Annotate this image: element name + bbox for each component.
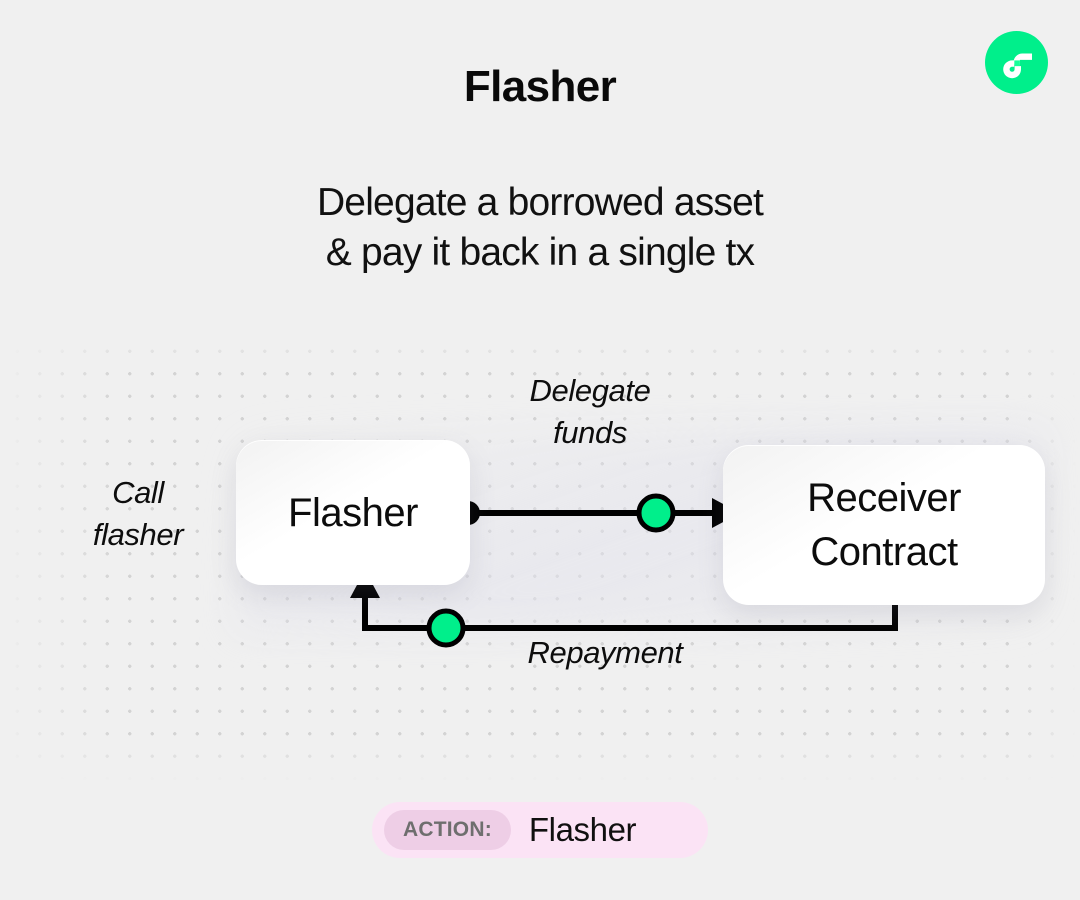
diagram-canvas: Flasher Receiver Contract Call flasher D… [0, 330, 1080, 790]
node-receiver-contract[interactable]: Receiver Contract [723, 445, 1045, 605]
page-subtitle: Delegate a borrowed asset & pay it back … [316, 181, 764, 274]
token-delegate [636, 493, 676, 533]
flow-logo-icon [985, 31, 1048, 94]
page-title: Flasher [463, 62, 617, 111]
node-flasher[interactable]: Flasher [236, 440, 470, 585]
action-label: ACTION: [384, 810, 511, 850]
action-badge[interactable]: ACTION: Flasher [372, 802, 708, 858]
edge-label-call-flasher: Call flasher [92, 475, 184, 552]
action-value: Flasher [528, 811, 637, 848]
edge-delegate-funds [456, 493, 740, 533]
edge-label-repayment: Repayment [527, 635, 683, 670]
token-repayment [426, 608, 466, 648]
edge-label-delegate-funds: Delegate funds [529, 373, 651, 450]
